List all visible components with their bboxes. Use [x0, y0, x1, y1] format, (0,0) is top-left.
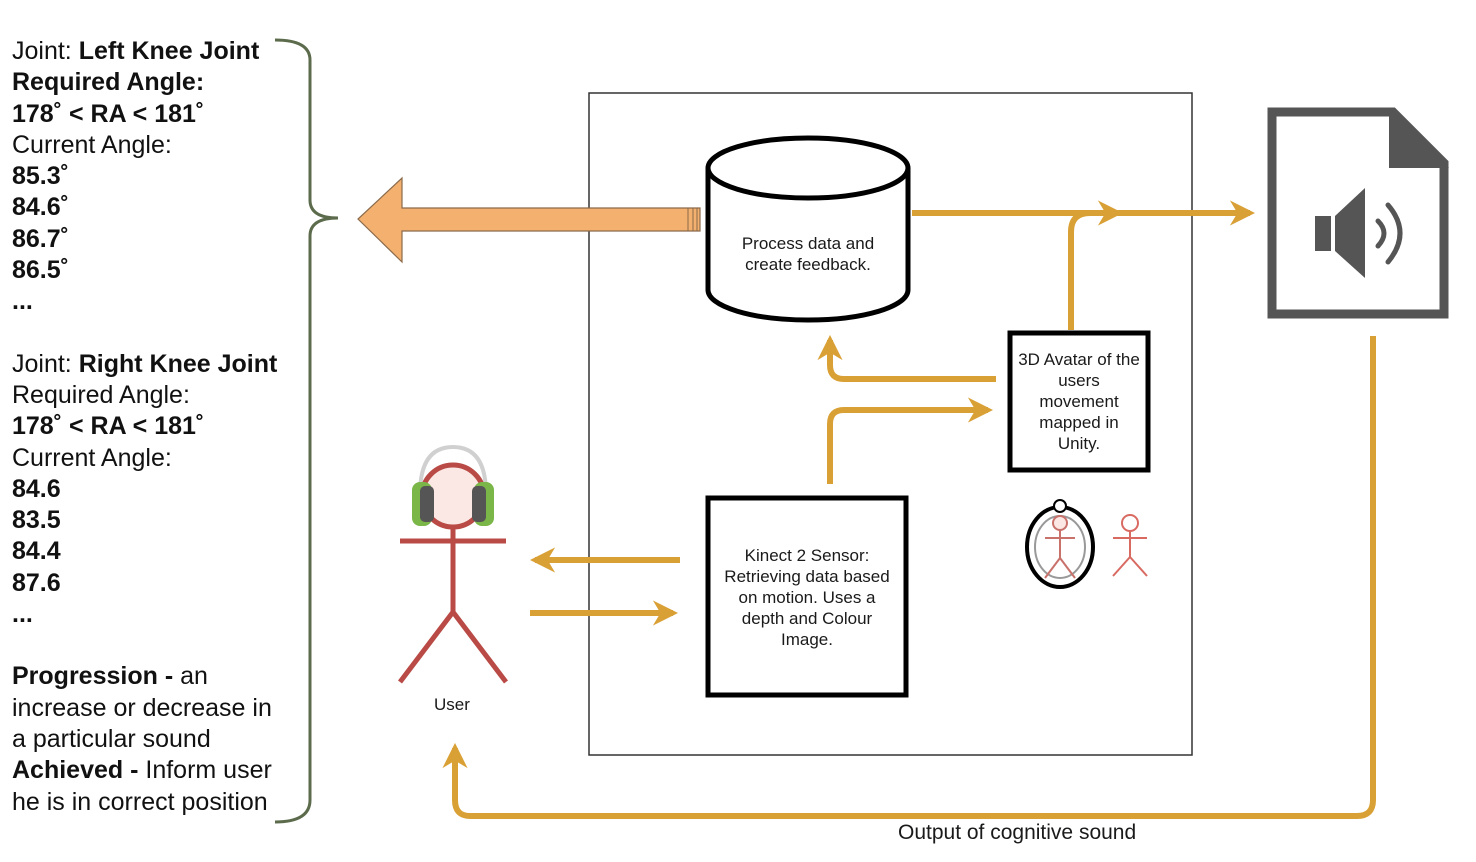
kinect-node	[705, 495, 909, 698]
progression-text: an	[173, 662, 208, 691]
ellipsis: ...	[12, 287, 33, 316]
curly-bracket	[274, 38, 339, 824]
achieved-text: Inform user	[138, 756, 272, 785]
ellipsis: ...	[12, 600, 33, 629]
angle-value: 84.6˚	[12, 193, 69, 222]
joint-info-panel: Joint: Left Knee Joint Required Angle: 1…	[12, 36, 312, 818]
required-angle-label: Required Angle:	[12, 68, 205, 97]
feedback-arrow	[357, 176, 701, 264]
kinect-node-label: Kinect 2 Sensor: Retrieving data based o…	[724, 546, 890, 649]
angle-value: 86.5˚	[12, 256, 69, 285]
current-angle-label: Current Angle:	[12, 130, 172, 159]
arrow-kinect-to-avatar	[827, 397, 994, 484]
arrow-avatar-to-process	[817, 334, 996, 382]
achieved-term: Achieved -	[12, 756, 139, 785]
database-icon	[705, 135, 911, 323]
process-node-label: Process data and create feedback.	[741, 234, 875, 274]
arrow-avatar-to-speaker	[1068, 200, 1124, 330]
system-boundary-box	[588, 92, 1193, 756]
achieved-text: he is in correct position	[12, 787, 268, 816]
achieved-line: Achieved - Inform user	[12, 755, 312, 786]
audio-file-icon	[1267, 107, 1449, 319]
required-angle-range: 178˚ < RA < 181˚	[12, 99, 205, 128]
left-knee-joint-line: Joint: Left Knee Joint	[12, 36, 312, 67]
current-angle-label: Current Angle:	[12, 443, 172, 472]
joint-name: Right Knee Joint	[78, 349, 278, 378]
joint-prefix: Joint:	[12, 37, 79, 65]
required-angle-range: 178˚ < RA < 181˚	[12, 412, 205, 441]
avatar-node-label: 3D Avatar of the users movement mapped i…	[1018, 350, 1140, 453]
user-label: User	[434, 695, 470, 714]
angle-value: 85.3˚	[12, 162, 69, 191]
angle-value: 86.7˚	[12, 224, 69, 253]
progression-line: Progression - an	[12, 661, 312, 692]
joint-prefix: Joint:	[12, 349, 79, 378]
progression-text: a particular sound	[12, 724, 211, 753]
output-sound-label: Output of cognitive sound	[898, 821, 1137, 844]
speaker-icon	[1315, 188, 1403, 278]
required-angle-label: Required Angle:	[12, 380, 190, 409]
user-with-headphones-icon	[398, 444, 508, 684]
stick-figure-icon	[1112, 514, 1148, 577]
arrow-sound-output-to-user	[442, 336, 1376, 819]
right-knee-joint-line: Joint: Right Knee Joint	[12, 349, 312, 380]
angle-value: 84.4	[12, 537, 61, 566]
progression-term: Progression -	[12, 662, 174, 691]
avatar-node	[1007, 330, 1151, 473]
progression-text: increase or decrease in	[12, 693, 272, 722]
flow-arrows	[442, 200, 1376, 819]
joint-name: Left Knee Joint	[78, 37, 260, 65]
angle-value: 87.6	[12, 568, 61, 597]
angle-value: 83.5	[12, 506, 61, 535]
mirror-icon	[1025, 499, 1095, 589]
angle-value: 84.6	[12, 474, 61, 503]
